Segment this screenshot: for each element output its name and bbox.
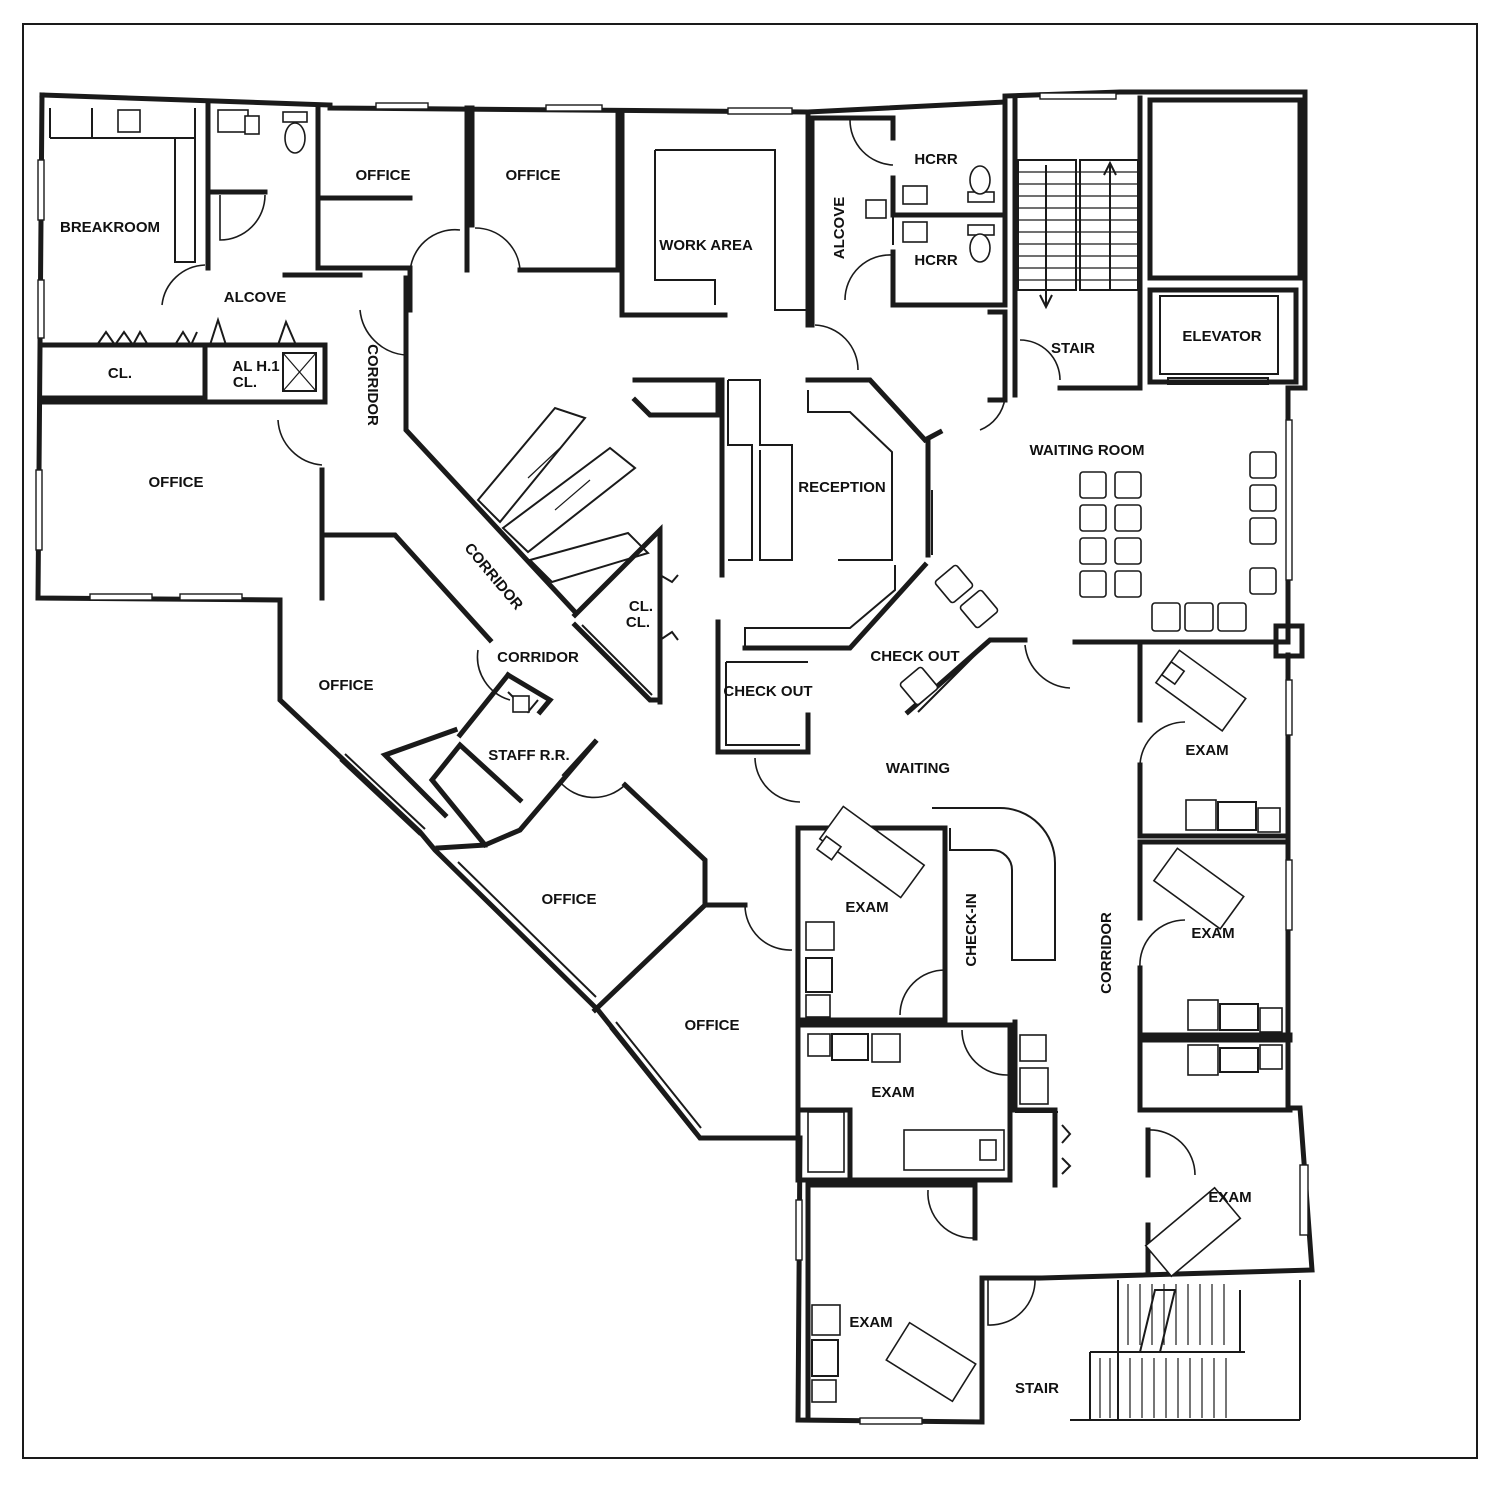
al-h1-closet <box>282 352 317 392</box>
staff-rr-walls <box>380 671 599 849</box>
label-waiting-room: WAITING ROOM <box>1030 442 1145 459</box>
cl-center-walls <box>571 523 679 705</box>
label-waiting: WAITING <box>886 760 950 777</box>
stair-elevator-top <box>1012 93 1303 398</box>
label-exam-right-1: EXAM <box>1185 742 1228 759</box>
label-cl-mid-1: CL. <box>629 598 653 615</box>
center-office-walls <box>435 781 748 1014</box>
label-exam-bottom: EXAM <box>849 1314 892 1331</box>
label-al-h1: AL H.1 <box>232 358 279 375</box>
label-exam-right-2: EXAM <box>1191 925 1234 942</box>
label-check-out-2: CHECK OUT <box>723 683 812 700</box>
label-exam-right-3: EXAM <box>1208 1189 1251 1206</box>
stair-treads-top <box>1018 171 1138 281</box>
label-office-top-1: OFFICE <box>356 167 411 184</box>
nw-block-walls <box>39 102 579 644</box>
label-office-center: OFFICE <box>542 891 597 908</box>
label-cl-left: CL. <box>108 365 132 382</box>
label-work-area: WORK AREA <box>659 237 753 254</box>
hcrr-walls <box>809 99 1008 403</box>
label-corridor-mid: CORRIDOR <box>497 649 579 666</box>
label-office-left: OFFICE <box>149 474 204 491</box>
label-reception: RECEPTION <box>798 479 886 496</box>
label-office-south: OFFICE <box>685 1017 740 1034</box>
label-hcrr-2: HCRR <box>914 252 957 269</box>
label-alcove-left: ALCOVE <box>224 289 287 306</box>
label-alcove-right: ALCOVE <box>831 197 848 260</box>
corridor-tables <box>476 406 650 584</box>
bifold-doors <box>96 316 297 348</box>
stair-bottom <box>1070 1280 1301 1421</box>
room-labels: BREAKROOM ALCOVE CL. AL H.1 CL. OFFICE O… <box>60 151 1262 1397</box>
windows <box>35 92 1309 1425</box>
door-swings <box>161 119 1196 1326</box>
label-staff-rr: STAFF R.R. <box>488 747 569 764</box>
label-hcrr-1: HCRR <box>914 151 957 168</box>
nw-toilet-fixtures <box>217 109 308 154</box>
label-breakroom: BREAKROOM <box>60 219 160 236</box>
waiting-room-chairs <box>899 451 1277 706</box>
top-rooms-walls <box>464 105 811 328</box>
right-exam-walls <box>1072 639 1293 1278</box>
label-cl-mid-2: CL. <box>626 614 650 631</box>
label-check-out-1: CHECK OUT <box>870 648 959 665</box>
sheet-border <box>22 23 1478 1459</box>
label-exam-mid-2: EXAM <box>871 1084 914 1101</box>
label-al-h1-cl: CL. <box>233 374 257 391</box>
label-elevator: ELEVATOR <box>1182 328 1261 345</box>
label-stair-top: STAIR <box>1051 340 1095 357</box>
label-corridor-vertical: CORRIDOR <box>364 344 381 426</box>
label-corridor-right: CORRIDOR <box>1098 912 1115 994</box>
exam-furniture <box>805 805 1049 1403</box>
label-office-sw: OFFICE <box>319 677 374 694</box>
label-office-top-2: OFFICE <box>506 167 561 184</box>
label-check-in: CHECK-IN <box>963 893 980 966</box>
label-stair-bottom: STAIR <box>1015 1380 1059 1397</box>
reception-walls <box>631 377 944 651</box>
label-exam-mid-1: EXAM <box>845 899 888 916</box>
